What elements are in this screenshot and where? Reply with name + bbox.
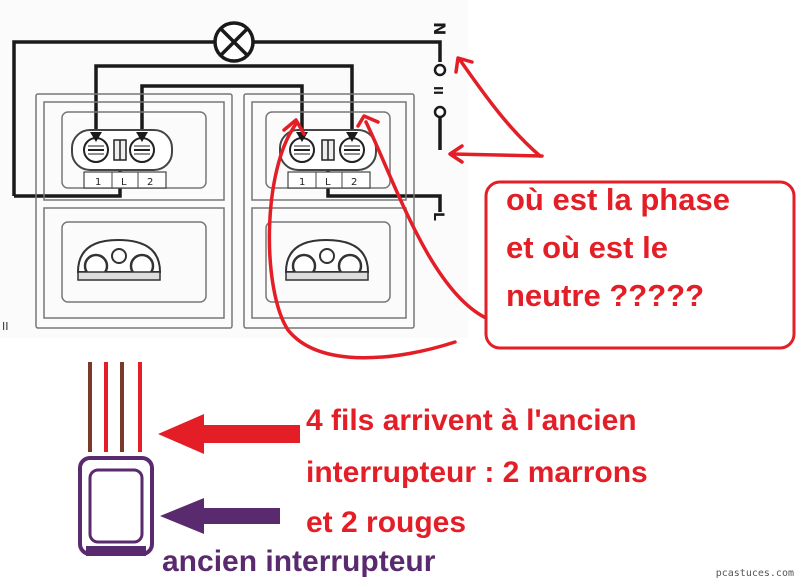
right-switch-terminals: 1 L 2: [279, 129, 377, 189]
old-switch-icon: [78, 456, 154, 556]
neutral-arrow-head: [454, 56, 474, 74]
arrow-to-middle-terminal: [450, 152, 544, 158]
left-terminal-2: 2: [147, 177, 153, 188]
long-arrow-to-terminal-2: [364, 120, 488, 320]
right-switch-mechanism: [284, 238, 370, 281]
supply-terminals: N II L: [430, 22, 449, 221]
watermark: pcastuces.com: [715, 568, 794, 579]
question-line-2: et où est le: [506, 230, 668, 265]
wires-note-line-2: interrupteur : 2 marrons: [306, 456, 648, 489]
circuit-wires: [12, 40, 442, 212]
neutral-symbol: N: [430, 22, 449, 35]
right-switch-box: [243, 93, 415, 329]
roman-mark: II: [431, 86, 445, 95]
left-terminal-l: L: [121, 177, 127, 188]
old-switch-label: ancien interrupteur: [162, 545, 436, 578]
loop-arrow-to-terminal-1: [267, 122, 457, 360]
bottom-left-mark: II: [2, 320, 9, 333]
right-terminal-2: 2: [351, 177, 357, 188]
right-terminal-1: 1: [299, 177, 305, 188]
purple-arrow-to-switch: [160, 498, 280, 534]
question-line-3: neutre ?????: [506, 278, 705, 313]
left-switch-terminals: 1 L 2: [71, 129, 173, 189]
arrow-to-neutral-terminal: [458, 58, 542, 158]
left-terminal-1: 1: [95, 177, 101, 188]
loop-arrow-head: [282, 118, 306, 136]
long-arrow-head: [356, 114, 380, 128]
middle-arrow-head: [448, 144, 464, 164]
question-line-1: où est la phase: [506, 182, 730, 217]
lamp-icon: [213, 21, 255, 63]
question-callout-box: [484, 180, 796, 350]
right-terminal-l: L: [325, 177, 331, 188]
left-switch-mechanism: [76, 238, 162, 281]
phase-symbol: L: [430, 212, 446, 221]
left-switch-box: [35, 93, 233, 329]
wires-note-line-3: et 2 rouges: [306, 506, 467, 539]
red-arrow-to-wires: [158, 414, 300, 454]
annotation-arrows: [267, 56, 544, 360]
old-switch-wires: [88, 362, 142, 452]
wires-note-line-1: 4 fils arrivent à l'ancien: [306, 404, 637, 437]
